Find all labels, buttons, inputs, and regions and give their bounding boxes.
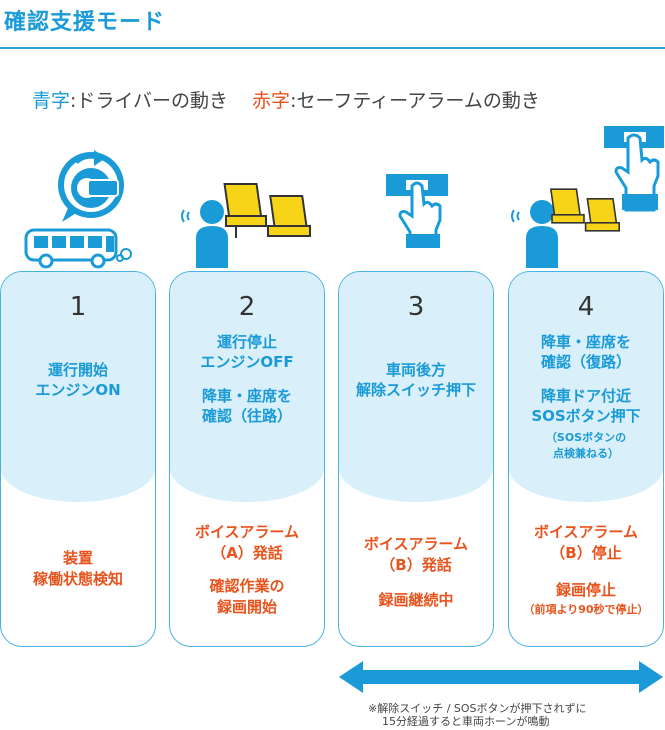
driver-person-icon [511,200,558,268]
step-card-3: 3 車両後方 解除スイッチ押下 ボイスアラーム （B）発話 録画継続中 [338,271,494,647]
duration-double-arrow [339,661,663,693]
step-2-alarm-line-3: 確認作業の [209,577,285,595]
step-3-alarm-line-1: ボイスアラーム [363,535,469,553]
bus-icon [24,228,132,269]
bus-seats-icon [223,183,311,238]
driver-person-icon [181,200,228,268]
legend-red-text: :セーフティーアラームの動き [290,90,540,112]
legend-blue-text: :ドライバーの動き [70,90,229,112]
step-4-driver-line-4: SOSボタン押下 [531,407,641,425]
step-4-driver-note-1: （SOSボタンの [545,431,627,444]
title-divider [0,47,665,49]
legend: 青字:ドライバーの動き 赤字:セーフティーアラームの動き [32,86,540,113]
step-3-driver-line-2: 解除スイッチ押下 [355,381,476,399]
step-2-alarm-line-1: ボイスアラーム [194,523,300,541]
footnote: ※解除スイッチ / SOSボタンが押下されずに 15分経過すると車両ホーンが鳴動 [368,702,587,728]
step-4-driver-line-1: 降車・座席を [540,333,631,351]
footnote-line-1: ※解除スイッチ / SOSボタンが押下されずに [368,702,587,715]
step-1-driver-line-1: 運行開始 [47,361,108,379]
step-4-driver-note-2: 点検兼ねる） [553,447,619,460]
footnote-line-2: 15分経過すると車両ホーンが鳴動 [382,715,550,728]
step-1-driver-line-2: エンジンON [35,381,121,399]
step-3-alarm-line-3: 録画継続中 [378,591,454,609]
step-1-driver-panel [1,272,155,502]
bus-seats-icon [549,188,620,232]
step-4-driver-line-2: 確認（復路） [540,353,631,371]
step-2-alarm-line-4: 録画開始 [216,598,277,616]
step-2-number: 2 [238,292,256,322]
sos-press-hand-icon [604,126,664,212]
step-card-4: 4 降車・座席を 確認（復路） 降車ドア付近 SOSボタン押下 （SOSボタンの… [508,271,664,647]
step-1-alarm-line-2: 稼働状態検知 [32,570,123,588]
step-3-alarm-line-2: （B）発話 [380,556,452,574]
step-4-number: 4 [577,292,595,322]
step-2-driver-line-2: エンジンOFF [200,353,294,371]
step-3-driver-panel [339,272,493,502]
step-3-driver-line-1: 車両後方 [385,361,446,379]
page-title: 確認支援モード [4,10,166,35]
step-4-driver-line-3: 降車ドア付近 [540,387,631,405]
step-3-number: 3 [407,292,425,322]
step-1-alarm-line-1: 装置 [62,549,93,567]
step-2-driver-line-1: 運行停止 [216,333,277,351]
step-card-1: 1 運行開始 エンジンON 装置 稼働状態検知 [0,271,156,647]
ignition-key-icon [58,150,124,222]
step-2-alarm-line-2: （A）発話 [211,544,283,562]
step-4-alarm-note: （前項より90秒で停止） [523,603,649,616]
step-4-driver-panel [509,272,663,502]
step-1-number: 1 [69,292,87,322]
step-card-2: 2 運行停止 エンジンOFF 降車・座席を 確認（往路） ボイスアラーム （A）… [169,271,325,647]
step-2-driver-line-4: 確認（往路） [201,407,292,425]
step-4-alarm-line-3: 録画停止 [555,581,616,599]
step-2-driver-line-3: 降車・座席を [201,387,292,405]
legend-red-label: 赤字 [252,90,291,112]
step-2-driver-panel [170,272,324,502]
legend-blue-label: 青字 [32,90,71,112]
step-4-alarm-line-2: （B）停止 [550,544,622,562]
step-4-alarm-line-1: ボイスアラーム [533,523,639,541]
switch-press-hand-icon [386,174,448,248]
